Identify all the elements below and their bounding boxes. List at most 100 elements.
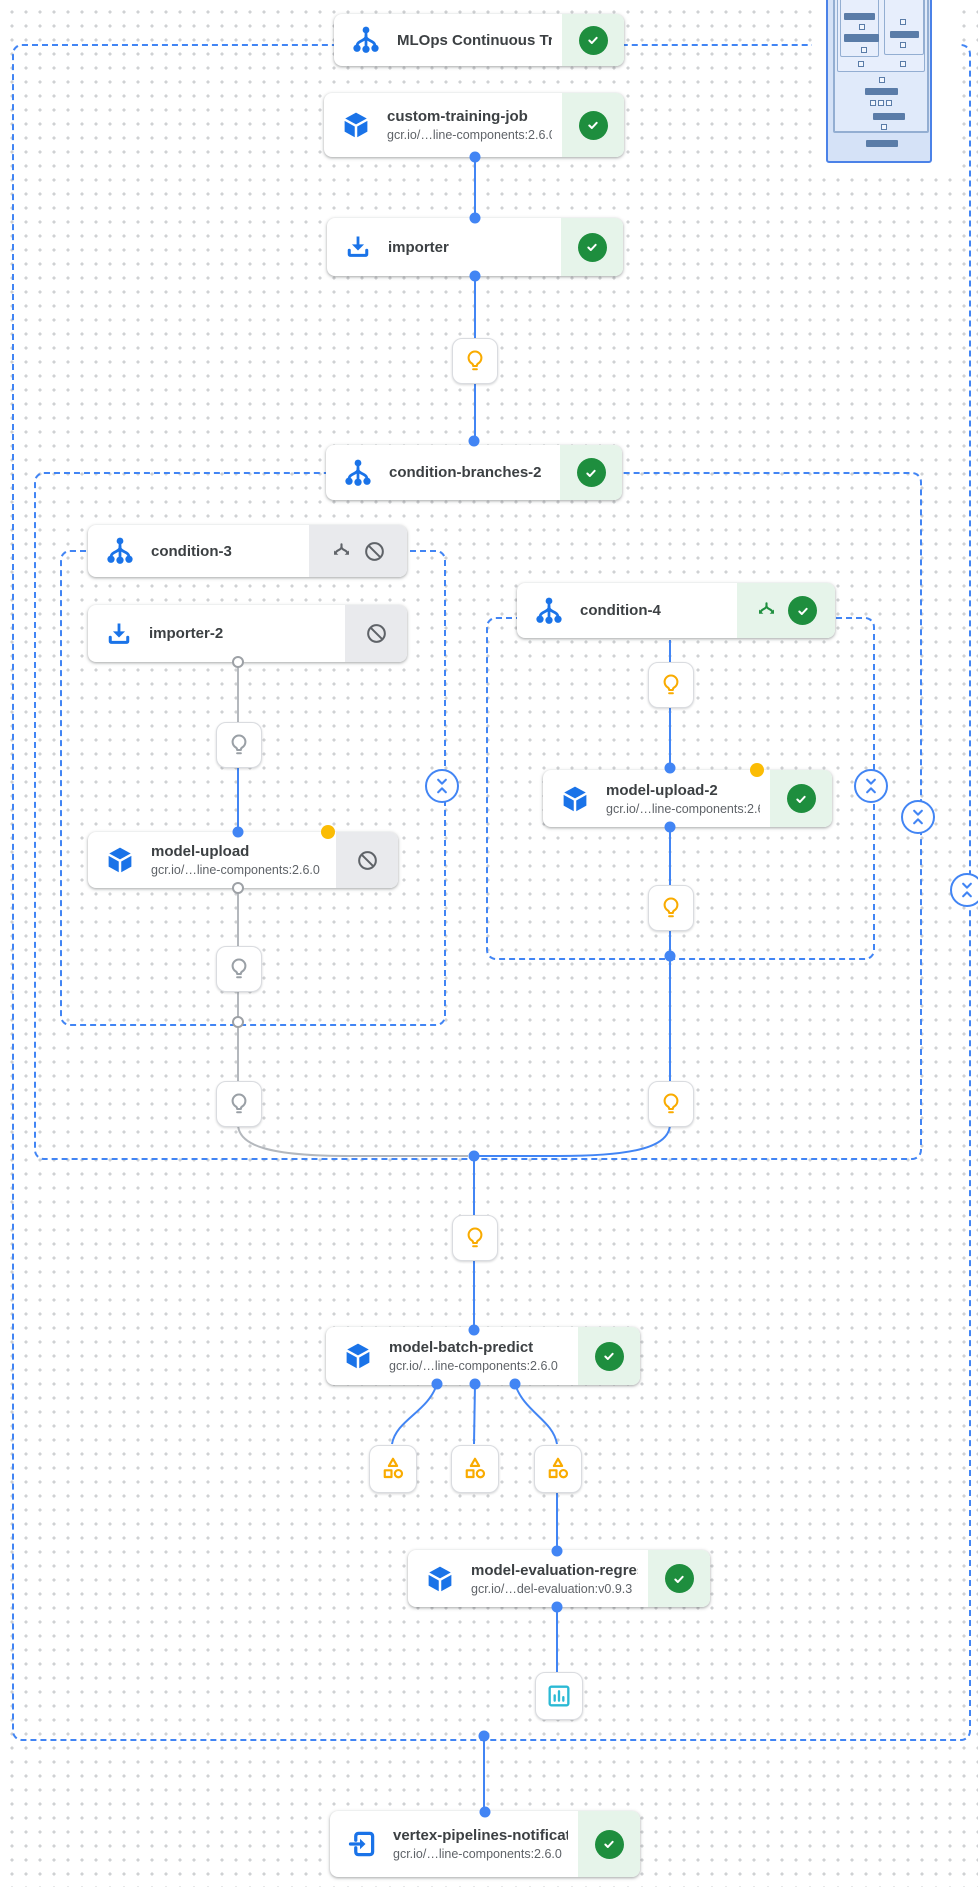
lightbulb-icon (462, 348, 488, 374)
node-model-upload[interactable]: model-upload gcr.io/…line-components:2.6… (88, 832, 398, 888)
status-section (560, 445, 622, 500)
status-section (345, 605, 407, 662)
minimap-node-bar (865, 88, 898, 95)
node-custom-training-job[interactable]: custom-training-job gcr.io/…line-compone… (324, 93, 624, 157)
minimap-condition-3-rect (840, 0, 879, 57)
minimap-node-bar (844, 13, 875, 20)
artifact-metrics[interactable] (369, 1445, 417, 1493)
success-check-icon (786, 784, 816, 813)
collapse-condition-branches-2-group-button[interactable] (901, 800, 935, 834)
branch-icon (330, 540, 353, 563)
artifact-metrics[interactable] (534, 1445, 582, 1493)
lightbulb-icon (658, 672, 684, 698)
status-section (648, 1550, 710, 1607)
minimap-artifact-square (900, 19, 906, 25)
node-subtitle: gcr.io/…line-components:2.6.0 (393, 1847, 562, 1861)
node-title: model-batch-predict (389, 1339, 534, 1356)
bar-chart-icon (545, 1682, 573, 1710)
artifact-lightbulb[interactable] (648, 1081, 694, 1127)
node-condition-3[interactable]: condition-3 (88, 525, 407, 577)
pipeline-tree-icon (351, 25, 381, 55)
node-subtitle: gcr.io/…line-components:2.6.0 (606, 801, 760, 816)
node-importer[interactable]: importer (327, 218, 623, 276)
status-section (562, 14, 624, 66)
success-check-icon (664, 1564, 694, 1593)
status-section (562, 93, 624, 157)
minimap-node-bar (866, 140, 898, 147)
node-title: importer (388, 238, 449, 256)
artifact-evaluation-chart[interactable] (535, 1672, 583, 1720)
node-model-evaluation-regression[interactable]: model-evaluation-regres… gcr.io/…del-eva… (408, 1550, 710, 1607)
minimap-artifact-square (859, 24, 865, 30)
metrics-shapes-icon (380, 1456, 406, 1482)
minimap-artifact-square (878, 100, 884, 106)
artifact-lightbulb-skipped[interactable] (216, 1081, 262, 1127)
minimap-artifact-square (900, 61, 906, 67)
branch-icon (755, 599, 778, 622)
node-vertex-pipelines-notification[interactable]: vertex-pipelines-notificat… gcr.io/…line… (330, 1811, 640, 1877)
lightbulb-icon (226, 1091, 252, 1117)
collapse-icon (860, 775, 882, 797)
status-section (578, 1327, 640, 1385)
success-check-icon (594, 1829, 624, 1859)
success-check-icon (578, 110, 608, 140)
collapse-condition-4-group-button[interactable] (854, 769, 888, 803)
node-subtitle: gcr.io/…line-components:2.6.0 (389, 1359, 558, 1373)
import-icon (105, 620, 133, 648)
artifact-lightbulb[interactable] (452, 1215, 498, 1261)
node-title: condition-branches-2 (389, 464, 542, 481)
lightbulb-icon (658, 1091, 684, 1117)
artifact-lightbulb-skipped[interactable] (216, 946, 262, 992)
yellow-artifact-badge (321, 825, 335, 839)
node-title: vertex-pipelines-notificat… (393, 1827, 568, 1844)
pipeline-tree-icon (534, 596, 564, 626)
blocked-icon (365, 622, 388, 645)
output-icon (347, 1829, 377, 1859)
node-subtitle: gcr.io/…line-components:2.6.0 (151, 863, 320, 877)
cube-icon (425, 1564, 455, 1594)
collapse-icon (956, 879, 978, 901)
artifact-lightbulb[interactable] (648, 885, 694, 931)
node-importer-2[interactable]: importer-2 (88, 605, 407, 662)
cube-icon (560, 784, 590, 814)
artifact-lightbulb[interactable] (452, 338, 498, 384)
collapse-pipeline-group-button[interactable] (950, 873, 978, 907)
node-condition-4[interactable]: condition-4 (517, 583, 835, 638)
node-title: custom-training-job (387, 108, 528, 125)
artifact-lightbulb-skipped[interactable] (216, 722, 262, 768)
node-title: MLOps Continuous Traini… (397, 31, 552, 49)
success-check-icon (576, 458, 606, 487)
node-title: condition-3 (151, 542, 232, 560)
success-check-icon (577, 232, 607, 262)
pipeline-tree-icon (343, 458, 373, 488)
metrics-shapes-icon (462, 1456, 488, 1482)
lightbulb-icon (462, 1225, 488, 1251)
artifact-lightbulb[interactable] (648, 662, 694, 708)
pipeline-tree-icon (105, 536, 135, 566)
artifact-metrics[interactable] (451, 1445, 499, 1493)
minimap-node-bar (844, 34, 879, 42)
cube-icon (343, 1341, 373, 1371)
minimap-artifact-square (886, 100, 892, 106)
minimap-artifact-square (858, 61, 864, 67)
lightbulb-icon (658, 895, 684, 921)
minimap-artifact-square (870, 100, 876, 106)
node-mlops-pipeline[interactable]: MLOps Continuous Traini… (334, 14, 624, 66)
node-model-batch-predict[interactable]: model-batch-predict gcr.io/…line-compone… (326, 1327, 640, 1385)
dag-overview-minimap[interactable] (826, 0, 932, 163)
minimap-artifact-square (861, 47, 867, 53)
collapse-condition-3-group-button[interactable] (425, 769, 459, 803)
status-section (336, 832, 398, 888)
node-condition-branches-2[interactable]: condition-branches-2 (326, 445, 622, 500)
minimap-artifact-square (881, 124, 887, 130)
status-section (770, 770, 832, 827)
success-check-icon (594, 1341, 624, 1371)
cube-icon (105, 845, 135, 875)
node-title: model-evaluation-regres… (471, 1561, 638, 1579)
node-model-upload-2[interactable]: model-upload-2 gcr.io/…line-components:2… (543, 770, 832, 827)
blocked-icon (356, 849, 379, 872)
blocked-icon (363, 540, 386, 563)
success-check-icon (578, 25, 608, 55)
status-section (561, 218, 623, 276)
